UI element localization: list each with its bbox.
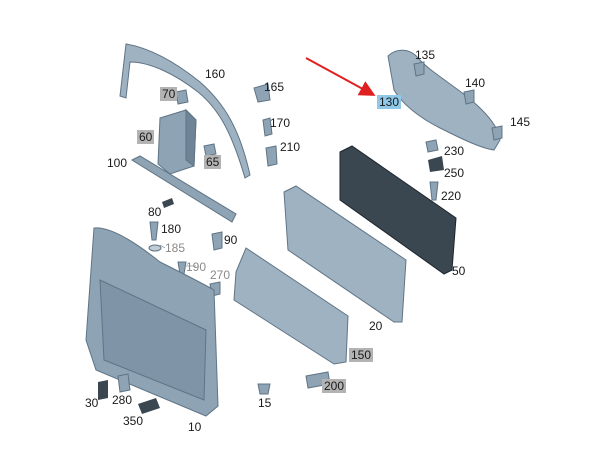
- insulation-mat-part: [339, 145, 457, 275]
- label-280: 280: [112, 393, 133, 407]
- clip-90-part: [211, 231, 223, 251]
- label-20: 20: [369, 319, 383, 333]
- label-170: 170: [270, 116, 291, 130]
- flat-panel-part: [233, 247, 349, 365]
- washer-185-part: [148, 244, 162, 252]
- clip-135-part: [413, 61, 425, 77]
- leader-lines: [159, 244, 196, 267]
- label-10: 10: [188, 420, 202, 434]
- label-135: 135: [415, 48, 436, 62]
- screw-220-part: [429, 181, 439, 201]
- side-panel-recess: [99, 279, 207, 401]
- clip-280-part: [117, 373, 131, 393]
- label-350: 350: [123, 414, 144, 428]
- handle-350-part: [138, 398, 160, 414]
- clip-30-part: [98, 380, 108, 400]
- label-150: 150: [349, 348, 374, 362]
- frame-panel-part: [283, 185, 407, 323]
- label-140: 140: [465, 76, 486, 90]
- screw-180-part: [149, 221, 159, 241]
- label-180: 180: [161, 222, 182, 236]
- clip-170-part: [262, 117, 273, 137]
- fastener-15-part: [257, 383, 271, 395]
- label-80: 80: [148, 205, 162, 219]
- label-90: 90: [224, 233, 238, 247]
- label-270: 270: [210, 268, 231, 282]
- label-160: 160: [205, 67, 226, 81]
- label-50: 50: [452, 264, 466, 278]
- label-220: 220: [441, 189, 462, 203]
- label-145: 145: [510, 115, 531, 129]
- clip-230-part: [425, 139, 439, 153]
- clip-210-part: [265, 145, 278, 167]
- clip-140-part: [463, 89, 475, 105]
- clip-145-part: [491, 125, 503, 141]
- label-185: 185: [165, 241, 186, 255]
- block-60-side: [185, 108, 197, 167]
- clip-165-part: [253, 83, 271, 103]
- label-15: 15: [258, 396, 272, 410]
- clip-250-part: [428, 156, 444, 172]
- label-200: 200: [322, 379, 347, 393]
- label-210: 210: [280, 140, 301, 154]
- roof-trim-part: [119, 43, 251, 179]
- clip-80-part: [162, 198, 174, 208]
- label-190: 190: [186, 260, 207, 274]
- label-130-highlighted[interactable]: 130: [377, 95, 402, 109]
- label-65: 65: [204, 155, 222, 169]
- label-165: 165: [264, 80, 285, 94]
- label-250: 250: [444, 166, 465, 180]
- bracket-70-part: [175, 89, 189, 105]
- clip-65-part: [203, 143, 217, 157]
- label-30: 30: [85, 396, 99, 410]
- upper-trim-part: [387, 49, 501, 151]
- indicator-arrow: [305, 57, 376, 96]
- label-70: 70: [160, 87, 178, 101]
- label-230: 230: [444, 144, 465, 158]
- label-100: 100: [107, 156, 128, 170]
- label-60: 60: [137, 130, 155, 144]
- side-rail-part: [130, 155, 237, 223]
